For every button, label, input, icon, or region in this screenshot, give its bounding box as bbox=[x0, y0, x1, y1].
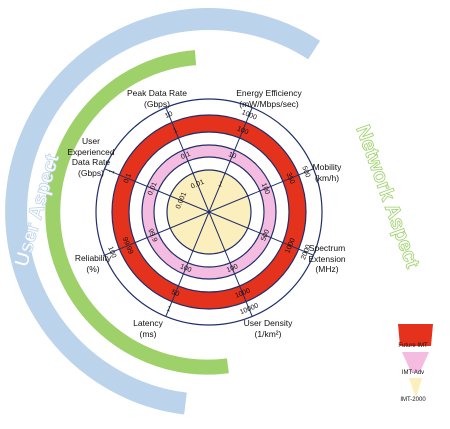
label-energy-efficiency: Energy Efficiency (mW/Mbps/sec) bbox=[224, 88, 314, 109]
legend-future-imt-label: Future IMT bbox=[398, 343, 428, 349]
axis-line bbox=[208, 211, 314, 256]
label-line: Spectrum bbox=[308, 243, 346, 253]
axis-line bbox=[165, 107, 210, 213]
user-aspect-arc bbox=[5, 8, 321, 415]
label-line: (Gbps) bbox=[144, 98, 170, 109]
label-line: (ms) bbox=[139, 328, 157, 339]
label-line: User bbox=[82, 136, 100, 146]
label-line: Mobility bbox=[312, 162, 342, 172]
ring-value: 100 bbox=[226, 263, 240, 274]
label-line: (MHz) bbox=[315, 264, 339, 274]
axis-line bbox=[208, 211, 253, 317]
legend-imt-2000-swatch bbox=[409, 378, 422, 398]
ring-value: 50 bbox=[170, 289, 180, 298]
label-line: (km/h) bbox=[314, 172, 340, 183]
label-line: (1/km²) bbox=[254, 328, 282, 339]
label-line: Experienced bbox=[67, 146, 115, 157]
network-aspect-arc bbox=[45, 50, 229, 375]
label-user-experienced-data-rate: User Experienced Data Rate (Gbps) bbox=[56, 136, 126, 178]
axis-line bbox=[208, 168, 314, 213]
axis-line bbox=[165, 211, 210, 317]
label-user-density: User Density (1/km²) bbox=[233, 318, 303, 339]
legend-imt-2000-label: IMT-2000 bbox=[400, 397, 426, 403]
network-aspect-label: Network Aspect bbox=[351, 122, 423, 271]
ring-value: 0.01 bbox=[190, 179, 205, 191]
ring-value: 1 bbox=[108, 169, 116, 175]
ring-value: 1 bbox=[166, 305, 172, 313]
axis-line bbox=[104, 168, 210, 213]
label-line: Energy Efficiency bbox=[236, 88, 302, 98]
ring-value: 100 bbox=[179, 263, 193, 274]
ring-value: 0.1 bbox=[180, 151, 192, 161]
ring-value: 500 bbox=[260, 229, 271, 243]
ring-value: 500 bbox=[300, 165, 311, 179]
ring-value: 100 bbox=[260, 182, 271, 196]
ring-value: 100 bbox=[106, 246, 117, 260]
ring-value: 99.9 bbox=[146, 228, 158, 243]
axis-line bbox=[104, 211, 210, 256]
label-line: Reliability bbox=[74, 253, 112, 263]
label-mobility: Mobility (km/h) bbox=[302, 162, 352, 183]
ring-value: 1 bbox=[217, 181, 223, 189]
label-line: Data Rate bbox=[71, 157, 111, 167]
ring-value: 0.1 bbox=[123, 172, 133, 184]
ring-value: 1 bbox=[172, 127, 178, 135]
legend-imt-adv-swatch bbox=[402, 352, 429, 372]
ring-value: 350 bbox=[285, 172, 296, 186]
label-spectrum-extension: Spectrum Extension (MHz) bbox=[300, 243, 354, 275]
label-line: (Gbps) bbox=[78, 167, 104, 178]
label-latency: Latency (ms) bbox=[120, 318, 176, 339]
label-line: (%) bbox=[86, 263, 100, 274]
label-peak-data-rate: Peak Data Rate (Gbps) bbox=[117, 88, 197, 109]
label-reliability: Reliability (%) bbox=[65, 253, 121, 274]
label-line: Peak Data Rate bbox=[126, 88, 187, 98]
label-line: Latency bbox=[133, 318, 163, 328]
ring-value: 10 bbox=[227, 151, 237, 160]
legend-imt-adv-label: IMT-Adv bbox=[401, 370, 425, 376]
ring-value: 0.01 bbox=[147, 181, 159, 196]
axis-line bbox=[208, 107, 253, 213]
label-line: User Density bbox=[243, 318, 293, 328]
label-line: Extension bbox=[308, 253, 346, 264]
label-line: (mW/Mbps/sec) bbox=[239, 98, 299, 109]
legend-future-imt-swatch bbox=[398, 324, 433, 346]
ring-value: 100 bbox=[236, 126, 250, 137]
ring-value: 10 bbox=[164, 111, 174, 120]
